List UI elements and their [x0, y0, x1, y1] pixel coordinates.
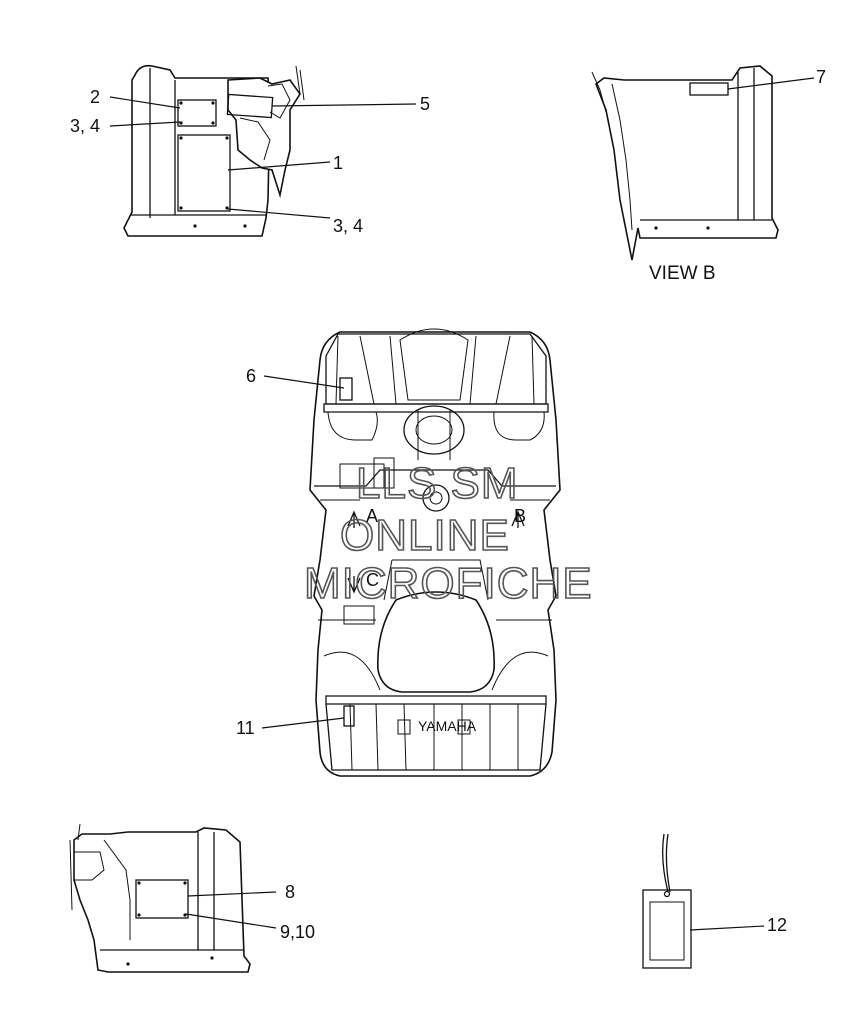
hang-tag	[642, 833, 765, 969]
callout-3-4-top: 3, 4	[70, 116, 100, 136]
view-arrow-c-label: C	[366, 570, 379, 590]
side-view-left	[109, 64, 417, 237]
label-8-box	[135, 879, 189, 919]
watermark: LLS SM ONLINE MICROFICHE	[303, 458, 593, 609]
label-5-box	[226, 93, 274, 119]
top-view-vehicle	[261, 328, 561, 777]
callout-6: 6	[246, 366, 256, 386]
callout-11: 11	[236, 718, 255, 738]
callout-9-10: 9,10	[280, 922, 315, 942]
callout-7: 7	[816, 67, 826, 87]
label-2-box	[177, 99, 217, 127]
callout-8: 8	[285, 882, 295, 902]
label-6-box	[339, 377, 353, 401]
label-1-box	[177, 134, 231, 212]
watermark-line-2: ONLINE	[340, 511, 510, 560]
view-arrow-a-label: A	[366, 506, 378, 526]
view-arrow-b-label: B	[514, 506, 526, 526]
callout-12: 12	[767, 915, 787, 935]
callout-3-4-bottom: 3, 4	[333, 216, 363, 236]
callout-2: 2	[90, 87, 100, 107]
watermark-line-1: LLS SM	[356, 459, 519, 508]
side-view-b	[591, 65, 815, 261]
view-b-label: VIEW B	[649, 263, 716, 284]
callout-5: 5	[420, 94, 430, 114]
callout-1: 1	[333, 153, 343, 173]
side-view-rear	[69, 823, 277, 973]
label-11-box	[343, 705, 355, 727]
watermark-line-3: MICROFICHE	[304, 559, 593, 608]
brand-text: YAMAHA	[418, 718, 477, 734]
label-12-box	[642, 889, 692, 969]
